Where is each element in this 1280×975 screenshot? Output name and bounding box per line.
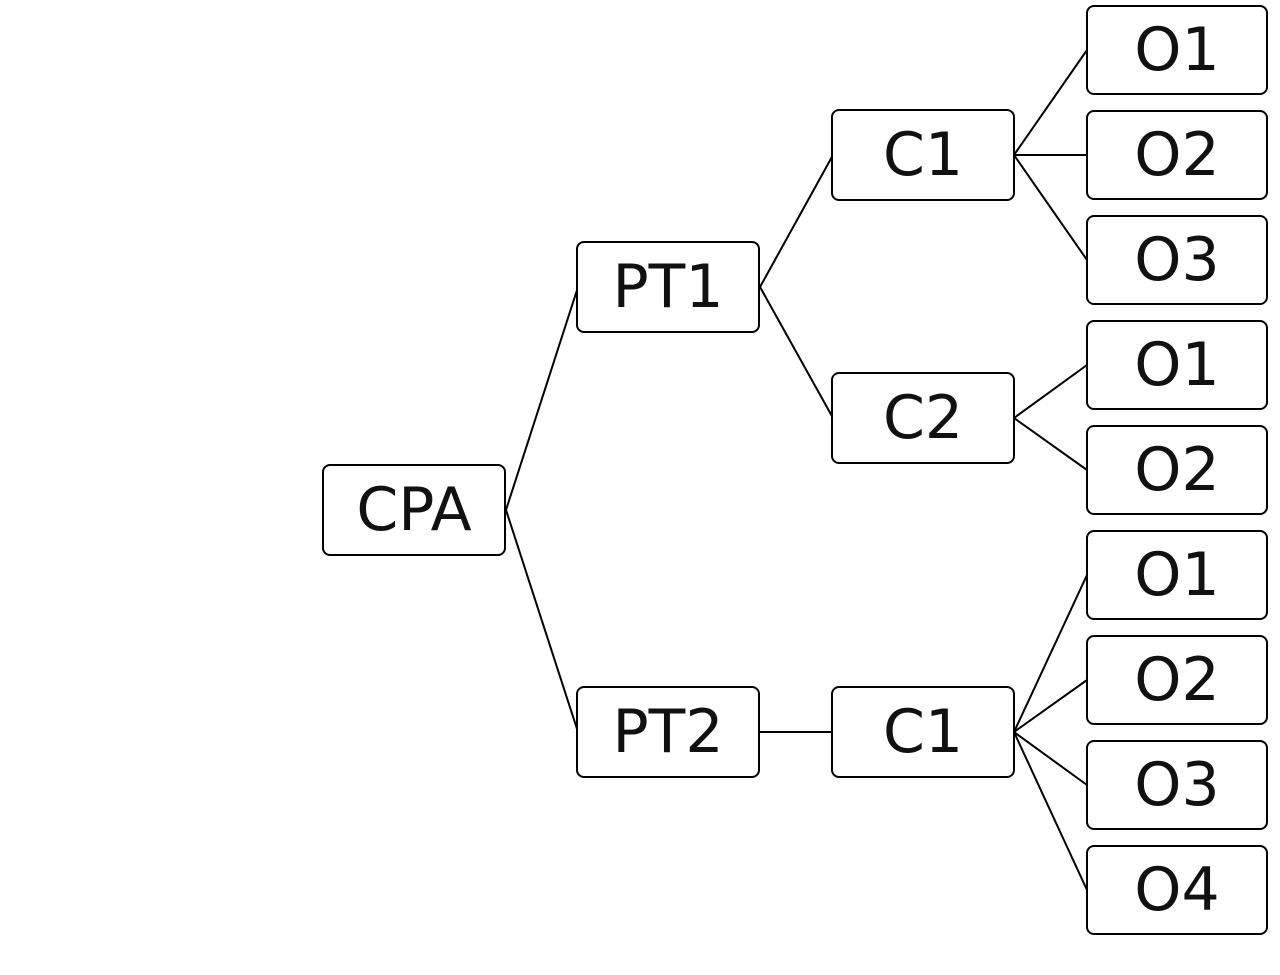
node-box <box>1086 110 1268 200</box>
edge-pt1-c1 <box>759 154 834 288</box>
edge-c1-o3 <box>1013 154 1088 261</box>
edge-c2-o1 <box>1013 364 1088 419</box>
node-pt2-c1-o1: O1 <box>1086 530 1268 620</box>
node-box <box>831 686 1015 778</box>
node-box <box>831 372 1015 464</box>
edge-pt1-c2 <box>759 286 834 419</box>
node-pt1: PT1 <box>576 241 760 333</box>
node-box <box>576 686 760 778</box>
node-label: O4 <box>1134 855 1219 925</box>
edge-pt2c1-o3 <box>1013 731 1088 786</box>
node-label: C2 <box>883 383 963 453</box>
node-box <box>1086 530 1268 620</box>
node-label: CPA <box>356 475 471 545</box>
node-label: PT2 <box>612 697 723 767</box>
edge-layer <box>505 49 1088 891</box>
node-box <box>1086 845 1268 935</box>
node-pt1-c2-o2: O2 <box>1086 425 1268 515</box>
node-label: C1 <box>883 120 963 190</box>
node-label: PT1 <box>612 252 723 322</box>
node-pt1-c1-o1: O1 <box>1086 5 1268 95</box>
node-label: O3 <box>1134 225 1219 295</box>
node-pt2: PT2 <box>576 686 760 778</box>
node-cpa: CPA <box>322 464 506 556</box>
edge-pt2c1-o1 <box>1013 574 1088 733</box>
node-pt1-c1-o3: O3 <box>1086 215 1268 305</box>
edge-pt2c1-o4 <box>1013 731 1088 891</box>
node-pt1-c1: C1 <box>831 109 1015 201</box>
node-box <box>1086 5 1268 95</box>
edge-c1-o1 <box>1013 49 1088 156</box>
node-label: O2 <box>1134 645 1219 715</box>
edge-cpa-pt2 <box>505 509 579 733</box>
node-box <box>1086 425 1268 515</box>
edge-cpa-pt1 <box>505 286 579 511</box>
node-box <box>1086 635 1268 725</box>
node-pt2-c1-o4: O4 <box>1086 845 1268 935</box>
node-pt1-c2-o1: O1 <box>1086 320 1268 410</box>
node-layer: CPA PT1 PT2 C1 C2 C1 O1 <box>322 5 1268 935</box>
node-pt1-c1-o2: O2 <box>1086 110 1268 200</box>
node-pt1-c2: C2 <box>831 372 1015 464</box>
node-box <box>322 464 506 556</box>
node-pt2-c1-o2: O2 <box>1086 635 1268 725</box>
node-box <box>831 109 1015 201</box>
edge-c2-o2 <box>1013 417 1088 471</box>
node-label: C1 <box>883 697 963 767</box>
node-label: O2 <box>1134 120 1219 190</box>
node-box <box>1086 320 1268 410</box>
node-pt2-c1-o3: O3 <box>1086 740 1268 830</box>
node-box <box>1086 740 1268 830</box>
node-label: O2 <box>1134 435 1219 505</box>
node-box <box>576 241 760 333</box>
node-box <box>1086 215 1268 305</box>
edge-pt2c1-o2 <box>1013 679 1088 733</box>
node-label: O3 <box>1134 750 1219 820</box>
node-label: O1 <box>1134 540 1219 610</box>
node-pt2-c1: C1 <box>831 686 1015 778</box>
node-label: O1 <box>1134 330 1219 400</box>
node-label: O1 <box>1134 15 1219 85</box>
